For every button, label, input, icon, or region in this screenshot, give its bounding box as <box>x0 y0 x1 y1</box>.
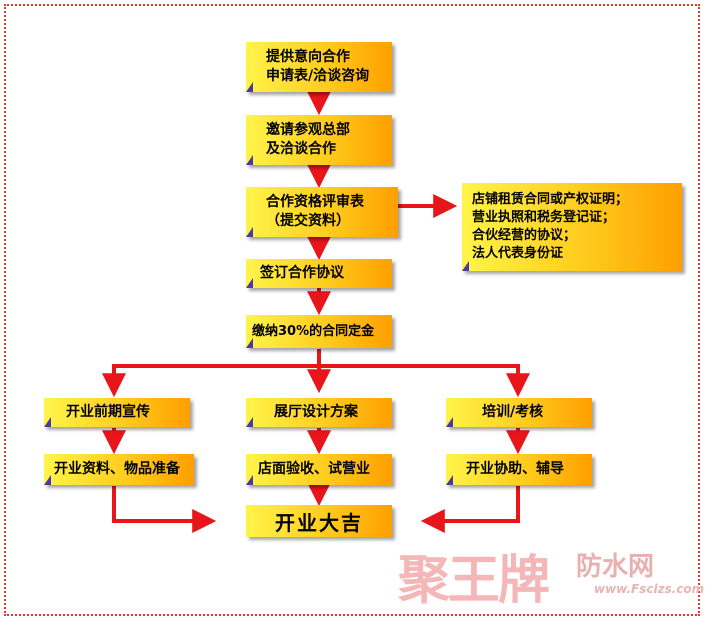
documents-line1: 店铺租赁合同或产权证明； <box>472 192 629 207</box>
branch-right-top-box: 培训/考核 <box>446 398 592 427</box>
corner-triangle <box>446 475 453 485</box>
step-apply-line1: 提供意向合作 <box>266 49 350 65</box>
step-apply-box: 提供意向合作 申请表/洽谈咨询 <box>246 42 392 92</box>
step-review-line1: 合作资格评审表 <box>266 194 364 210</box>
corner-triangle <box>246 278 253 288</box>
branch-middle-top-box: 展厅设计方案 <box>246 398 392 427</box>
arrow-right-to-final <box>420 486 520 533</box>
branch-right-bottom-box: 开业协助、辅导 <box>446 454 592 485</box>
step-visit-line2: 及洽谈合作 <box>266 141 336 157</box>
branch-right-top-label: 培训/考核 <box>482 404 544 420</box>
corner-triangle <box>462 261 469 271</box>
watermark-suffix: 防水网 <box>576 552 655 582</box>
branch-left-top-box: 开业前期宣传 <box>44 398 190 427</box>
corner-triangle <box>446 417 453 427</box>
documents-line3: 合伙经营的协议； <box>472 228 577 243</box>
branch-right-bottom-label: 开业协助、辅导 <box>466 461 564 477</box>
branch-left-bottom-label: 开业资料、物品准备 <box>54 461 180 477</box>
step-review-line2: （提交资料） <box>266 213 350 229</box>
step-sign-box: 签订合作协议 <box>246 259 392 288</box>
corner-triangle <box>246 417 253 427</box>
step-deposit-label: 缴纳30%的合同定金 <box>252 324 375 339</box>
step-sign-label: 签订合作协议 <box>260 265 344 281</box>
documents-line2: 营业执照和税务登记证； <box>472 210 616 225</box>
branch-middle-top-label: 展厅设计方案 <box>274 404 358 420</box>
documents-box: 店铺租赁合同或产权证明； 营业执照和税务登记证； 合伙经营的协议； 法人代表身份… <box>462 183 682 271</box>
documents-line4: 法人代表身份证 <box>472 246 564 261</box>
branch-middle-bottom-box: 店面验收、试营业 <box>246 454 392 485</box>
watermark-url: www.Fsclzs.com <box>594 582 705 596</box>
corner-triangle <box>44 475 51 485</box>
step-review-box: 合作资格评审表 （提交资料） <box>246 187 398 237</box>
step-deposit-box: 缴纳30%的合同定金 <box>246 315 392 348</box>
step-visit-box: 邀请参观总部 及洽谈合作 <box>246 115 392 165</box>
final-label: 开业大吉 <box>275 510 363 535</box>
watermark-brand: 聚王牌 <box>398 550 550 611</box>
corner-triangle <box>246 82 253 92</box>
watermark: 聚王牌 防水网 www.Fsclzs.com <box>398 538 704 611</box>
branch-middle-bottom-label: 店面验收、试营业 <box>258 461 370 477</box>
corner-triangle <box>246 155 253 165</box>
branch-left-bottom-box: 开业资料、物品准备 <box>44 454 194 485</box>
final-grand-opening-box: 开业大吉 <box>246 505 392 537</box>
branch-left-top-label: 开业前期宣传 <box>66 404 150 420</box>
dotted-border <box>4 4 700 616</box>
corner-triangle <box>246 338 253 348</box>
corner-triangle <box>44 417 51 427</box>
corner-triangle <box>246 475 253 485</box>
step-visit-line1: 邀请参观总部 <box>266 122 350 138</box>
step-apply-line2: 申请表/洽谈咨询 <box>266 68 370 84</box>
corner-triangle <box>246 227 253 237</box>
arrow-left-to-final <box>112 486 217 533</box>
